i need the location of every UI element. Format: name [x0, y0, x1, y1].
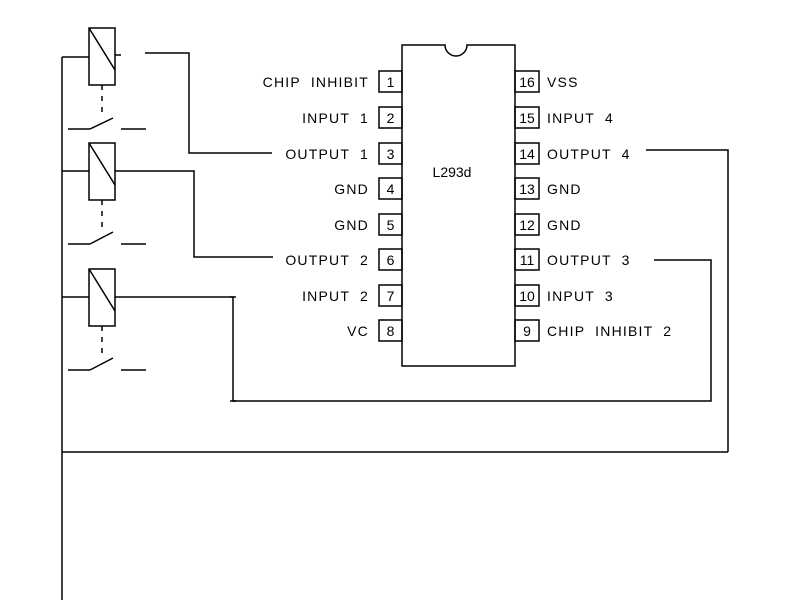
pin-box [378, 70, 403, 93]
ic-body [401, 44, 516, 367]
pin-number: 7 [387, 288, 395, 304]
pin-12: 12 GND [514, 213, 582, 236]
pin-number: 8 [387, 323, 395, 339]
chip-name: L293d [433, 164, 472, 180]
pin-label: OUTPUT 2 [285, 252, 369, 268]
pin-5: 5 GND [334, 213, 403, 236]
pin-number: 3 [387, 146, 395, 162]
pin-1: 1 CHIP INHIBIT [263, 70, 403, 93]
pin-number: 5 [387, 217, 395, 233]
pin-box [514, 70, 540, 93]
wire-output-1 [145, 52, 272, 154]
pin-label: GND [334, 181, 369, 197]
pin-box [514, 284, 540, 307]
ic-chip: L293d [401, 44, 516, 367]
pin-label: VC [347, 323, 369, 339]
pin-label: INPUT 4 [547, 110, 614, 126]
wire-output-3 [115, 259, 712, 402]
pin-9: 9 CHIP INHIBIT 2 [514, 319, 672, 342]
switch-blade [89, 117, 114, 130]
pin-box [378, 248, 403, 271]
pin-number: 4 [387, 181, 395, 197]
pin-6: 6 OUTPUT 2 [285, 248, 403, 271]
pin-number: 14 [519, 146, 535, 162]
pin-label: CHIP INHIBIT 2 [547, 323, 672, 339]
switch-blade [89, 357, 114, 371]
pin-3: 3 OUTPUT 1 [285, 142, 403, 165]
wiring [61, 52, 729, 600]
relay-switch [68, 117, 146, 130]
wire-output-2 [115, 170, 273, 258]
pin-box [514, 248, 540, 271]
pin-10: 10 INPUT 3 [514, 284, 614, 307]
pin-label: GND [547, 181, 582, 197]
pin-16: 16 VSS [514, 70, 579, 93]
pin-box [378, 177, 403, 200]
pin-number: 6 [387, 252, 395, 268]
pin-label: INPUT 1 [302, 110, 369, 126]
pin-label: OUTPUT 4 [547, 146, 631, 162]
relay-coil [88, 27, 116, 86]
relay-coil-diagonal [88, 142, 116, 186]
pin-box [514, 213, 540, 236]
pin-box [514, 142, 540, 165]
pin-label: OUTPUT 3 [547, 252, 631, 268]
pin-number: 9 [523, 323, 531, 339]
pin-box [378, 142, 403, 165]
pin-11: 11 OUTPUT 3 [514, 248, 631, 271]
relay-3 [62, 268, 146, 371]
pin-box [378, 213, 403, 236]
right-pins: 16 VSS 15 INPUT 4 14 OUTPUT 4 13 GND 12 … [514, 70, 672, 342]
pin-box [514, 177, 540, 200]
relay-coil [88, 268, 116, 327]
pin-number: 1 [387, 74, 395, 90]
relay-1 [62, 27, 146, 130]
switch-blade [89, 231, 114, 245]
pin-4: 4 GND [334, 177, 403, 200]
left-pins: 1 CHIP INHIBIT 2 INPUT 1 3 OUTPUT 1 4 GN… [263, 70, 403, 342]
relay-2 [62, 142, 146, 245]
pin-14: 14 OUTPUT 4 [514, 142, 631, 165]
pin-label: CHIP INHIBIT [263, 74, 369, 90]
pin-number: 11 [520, 252, 535, 268]
pin-number: 2 [387, 110, 395, 126]
pin-number: 15 [519, 110, 535, 126]
relay-switch [68, 231, 146, 245]
pin-label: INPUT 2 [302, 288, 369, 304]
pin-label: OUTPUT 1 [285, 146, 369, 162]
pin-box [378, 284, 403, 307]
pin-number: 12 [519, 217, 535, 233]
pin-number: 10 [519, 288, 535, 304]
relay-switch [68, 357, 146, 371]
pin-box [378, 106, 403, 129]
pin-number: 13 [519, 181, 535, 197]
relay-coil-diagonal [88, 268, 116, 312]
relay-coil [88, 142, 116, 201]
pin-2: 2 INPUT 1 [302, 106, 403, 129]
pin-number: 16 [519, 74, 535, 90]
pin-box [514, 106, 540, 129]
pin-box [378, 319, 403, 342]
pin-7: 7 INPUT 2 [302, 284, 403, 307]
relay-coil-diagonal [88, 27, 116, 71]
pin-15: 15 INPUT 4 [514, 106, 614, 129]
pin-8: 8 VC [347, 319, 403, 342]
pin-13: 13 GND [514, 177, 582, 200]
pin-label: INPUT 3 [547, 288, 614, 304]
wire-output-4 [646, 149, 729, 452]
pin-label: GND [334, 217, 369, 233]
pin-box [514, 319, 540, 342]
pin-label: GND [547, 217, 582, 233]
pin-label: VSS [547, 74, 579, 90]
